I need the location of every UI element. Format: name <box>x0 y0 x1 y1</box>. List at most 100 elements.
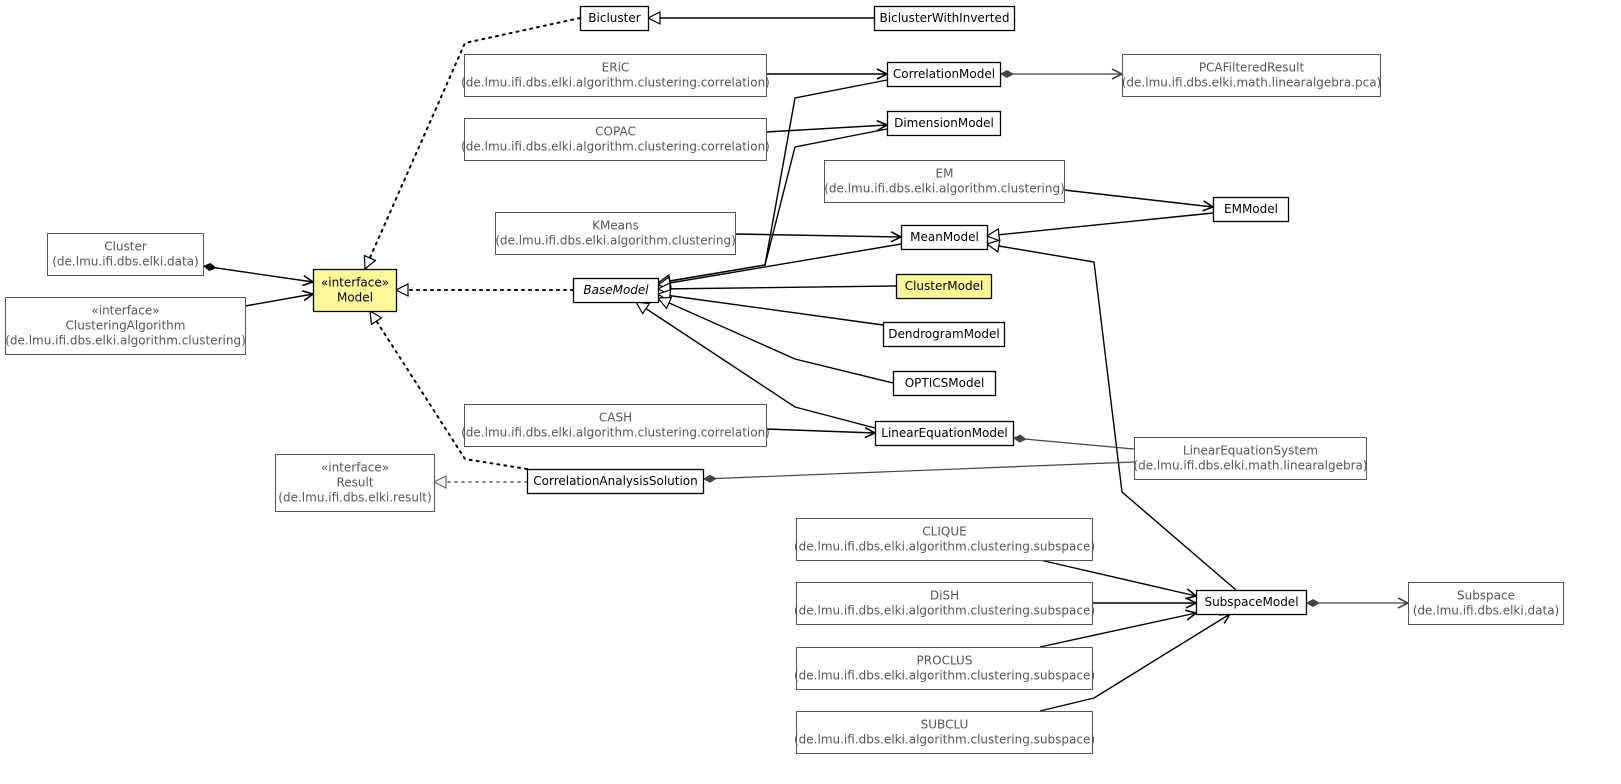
class-name-label: CorrelationModel <box>893 67 995 81</box>
class-name-label: ClusteringAlgorithm <box>66 319 186 333</box>
class-node-bicluster[interactable]: Bicluster <box>579 5 650 32</box>
stereotype-label: «interface» <box>91 304 159 318</box>
class-name-label: PROCLUS <box>917 654 973 668</box>
class-name-label: DendrogramModel <box>888 327 999 341</box>
class-node-dimension-model[interactable]: DimensionModel <box>886 110 1002 137</box>
class-node-model[interactable]: «interface»Model <box>312 268 398 313</box>
edge-uses-cash-to-linear-equation-model <box>765 429 875 433</box>
class-node-linear-equation-system[interactable]: LinearEquationSystem(de.lmu.ifi.dbs.elki… <box>1133 437 1368 480</box>
class-node-correlation-model[interactable]: CorrelationModel <box>886 61 1002 88</box>
package-label: (de.lmu.ifi.dbs.elki.algorithm.clusterin… <box>495 234 736 248</box>
class-node-box <box>5 297 246 355</box>
class-node-box <box>900 224 989 251</box>
class-name-label: CLIQUE <box>922 525 966 539</box>
class-node-eric[interactable]: ERiC(de.lmu.ifi.dbs.elki.algorithm.clust… <box>461 54 770 97</box>
class-node-dish[interactable]: DiSH(de.lmu.ifi.dbs.elki.algorithm.clust… <box>794 582 1095 625</box>
package-label: (de.lmu.ifi.dbs.elki.algorithm.clusterin… <box>794 669 1095 683</box>
edge-extends-linear-equation-model-to-base-model <box>636 302 876 429</box>
class-name-label: SubspaceModel <box>1204 595 1298 609</box>
class-name-label: DimensionModel <box>894 116 994 130</box>
class-node-box <box>312 268 398 313</box>
class-name-label: Cluster <box>104 240 147 254</box>
package-label: (de.lmu.ifi.dbs.elki.algorithm.clusterin… <box>824 182 1065 196</box>
edge-realizes-correlation-analysis-solution-to-model <box>369 311 528 470</box>
edge-uses-copac-to-dimension-model <box>765 125 887 133</box>
package-label: (de.lmu.ifi.dbs.elki.algorithm.clusterin… <box>794 540 1095 554</box>
class-name-label: EM <box>936 167 954 181</box>
class-node-box <box>882 321 1006 348</box>
class-node-clique[interactable]: CLIQUE(de.lmu.ifi.dbs.elki.algorithm.clu… <box>794 518 1095 561</box>
class-node-box <box>579 5 650 32</box>
class-name-label: CASH <box>599 411 632 425</box>
class-node-em[interactable]: EM(de.lmu.ifi.dbs.elki.algorithm.cluster… <box>824 160 1065 203</box>
edge-uses-kmeans-to-mean-model <box>734 234 901 237</box>
class-node-subspace-model[interactable]: SubspaceModel <box>1195 589 1308 616</box>
class-node-base-model[interactable]: BaseModel <box>572 277 660 304</box>
class-name-label: SUBCLU <box>921 718 969 732</box>
class-node-box <box>464 118 767 161</box>
class-name-label: Model <box>337 291 373 305</box>
package-label: (de.lmu.ifi.dbs.elki.algorithm.clusterin… <box>461 140 770 154</box>
class-node-box <box>824 160 1065 203</box>
edge-composes-correlation-analysis-solution-to-linear-equation-system <box>702 461 1135 483</box>
edge-uses-proclus-to-subspace-model <box>1039 613 1196 648</box>
class-name-label: KMeans <box>592 219 639 233</box>
edge-extends-mean-model-to-base-model <box>658 243 902 285</box>
class-node-mean-model[interactable]: MeanModel <box>900 224 989 251</box>
class-name-label: LinearEquationSystem <box>1183 444 1318 458</box>
package-label: (de.lmu.ifi.dbs.elki.math.linearalgebra) <box>1133 459 1367 473</box>
package-label: (de.lmu.ifi.dbs.elki.algorithm.clusterin… <box>794 733 1095 747</box>
class-node-box <box>886 110 1002 137</box>
class-name-label: LinearEquationModel <box>881 426 1007 440</box>
class-node-box <box>874 420 1015 447</box>
class-node-bicluster-inverted[interactable]: BiclusterWithInverted <box>873 5 1016 32</box>
edges-layer <box>202 18 1408 712</box>
package-label: (de.lmu.ifi.dbs.elki.algorithm.clusterin… <box>461 426 770 440</box>
class-node-box <box>796 518 1093 561</box>
class-name-label: ERiC <box>602 61 630 75</box>
class-node-em-model[interactable]: EMModel <box>1212 196 1290 223</box>
class-name-label: BiclusterWithInverted <box>880 11 1010 25</box>
class-node-box <box>1122 54 1381 97</box>
class-name-label: COPAC <box>595 125 636 139</box>
class-node-correlation-analysis-solution[interactable]: CorrelationAnalysisSolution <box>526 468 705 495</box>
class-node-cluster-model[interactable]: ClusterModel <box>895 273 993 300</box>
class-name-label: CorrelationAnalysisSolution <box>533 474 698 488</box>
class-node-pca-filtered[interactable]: PCAFilteredResult(de.lmu.ifi.dbs.elki.ma… <box>1122 54 1382 97</box>
class-name-label: OPTICSModel <box>905 376 985 390</box>
class-node-box <box>895 273 993 300</box>
class-node-dendrogram-model[interactable]: DendrogramModel <box>882 321 1006 348</box>
class-node-linear-equation-model[interactable]: LinearEquationModel <box>874 420 1015 447</box>
class-node-cluster[interactable]: Cluster(de.lmu.ifi.dbs.elki.data) <box>47 233 204 276</box>
edge-uses-subclu-to-subspace-model <box>1039 614 1230 712</box>
edge-uses-clustering-algorithm-to-model <box>244 294 313 307</box>
class-node-result[interactable]: «interface»Result(de.lmu.ifi.dbs.elki.re… <box>275 454 435 512</box>
class-node-proclus[interactable]: PROCLUS(de.lmu.ifi.dbs.elki.algorithm.cl… <box>794 647 1095 690</box>
edge-extends-dimension-model-to-base-model <box>658 128 888 283</box>
class-node-kmeans[interactable]: KMeans(de.lmu.ifi.dbs.elki.algorithm.clu… <box>495 212 736 255</box>
edge-extends-dendrogram-model-to-base-model <box>658 294 884 326</box>
class-node-cash[interactable]: CASH(de.lmu.ifi.dbs.elki.algorithm.clust… <box>461 404 770 447</box>
class-node-subclu[interactable]: SUBCLU(de.lmu.ifi.dbs.elki.algorithm.clu… <box>794 711 1095 754</box>
class-name-label: EMModel <box>1224 202 1278 216</box>
class-name-label: Result <box>336 476 373 490</box>
stereotype-label: «interface» <box>321 461 389 475</box>
edge-composes-cluster-to-model <box>202 266 313 282</box>
class-node-clustering-algorithm[interactable]: «interface»ClusteringAlgorithm(de.lmu.if… <box>5 297 246 355</box>
class-node-box <box>275 454 435 512</box>
edge-extends-optics-model-to-base-model <box>658 298 894 384</box>
class-name-label: MeanModel <box>910 230 979 244</box>
class-node-box <box>796 711 1093 754</box>
package-label: (de.lmu.ifi.dbs.elki.result) <box>278 491 431 505</box>
package-label: (de.lmu.ifi.dbs.elki.algorithm.clusterin… <box>461 76 770 90</box>
class-node-optics-model[interactable]: OPTICSModel <box>892 370 997 397</box>
class-node-box <box>873 5 1016 32</box>
class-name-label: Bicluster <box>588 11 640 25</box>
class-node-copac[interactable]: COPAC(de.lmu.ifi.dbs.elki.algorithm.clus… <box>461 118 770 161</box>
class-name-label: DiSH <box>930 589 959 603</box>
class-node-subspace[interactable]: Subspace(de.lmu.ifi.dbs.elki.data) <box>1408 582 1564 625</box>
class-name-label: PCAFilteredResult <box>1199 61 1305 75</box>
edge-uses-em-to-em-model <box>1063 189 1213 207</box>
package-label: (de.lmu.ifi.dbs.elki.data) <box>1413 604 1559 618</box>
